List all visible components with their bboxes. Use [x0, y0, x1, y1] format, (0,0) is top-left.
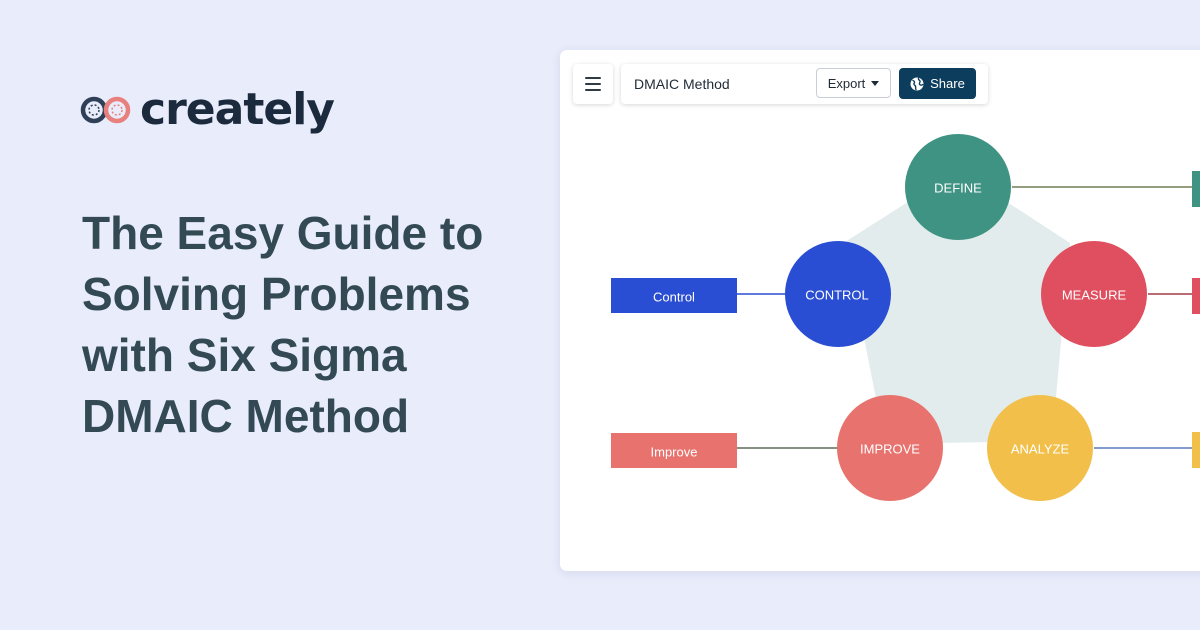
analyze-side-box[interactable]	[1192, 432, 1200, 468]
measure-node-label: MEASURE	[1062, 288, 1127, 303]
define-side-box[interactable]	[1192, 171, 1200, 207]
define-node[interactable]	[905, 134, 1011, 240]
export-button[interactable]: Export	[816, 68, 891, 98]
share-label: Share	[930, 76, 965, 91]
export-label: Export	[827, 75, 866, 91]
menu-button[interactable]	[573, 64, 613, 104]
measure-side-box[interactable]	[1192, 278, 1200, 314]
control-node[interactable]	[785, 241, 891, 347]
center-pentagon	[845, 170, 1070, 444]
control-node-label: CONTROL	[805, 288, 869, 303]
creately-logo: creately	[80, 84, 335, 135]
define-node-label: DEFINE	[934, 181, 982, 196]
analyze-node-label: ANALYZE	[1011, 442, 1070, 457]
headline-line: Solving Problems	[82, 268, 471, 320]
headline-line: DMAIC Method	[82, 390, 410, 442]
headline-line: The Easy Guide to	[82, 207, 484, 259]
improve-side-label: Improve	[651, 445, 698, 460]
control-side-box[interactable]	[611, 278, 737, 313]
analyze-node[interactable]	[987, 395, 1093, 501]
dmaic-diagram: Control Improve DEFINE MEASURE ANALYZE I…	[611, 134, 1200, 501]
share-button[interactable]: Share	[899, 68, 976, 99]
improve-node[interactable]	[837, 395, 943, 501]
document-toolbar: DMAIC Method Export Share	[621, 64, 988, 104]
creately-logo-icon	[80, 96, 131, 124]
page-headline: The Easy Guide to Solving Problems with …	[82, 203, 542, 447]
improve-node-label: IMPROVE	[860, 442, 920, 457]
globe-icon	[910, 77, 924, 90]
editor-canvas-panel: Control Improve DEFINE MEASURE ANALYZE I…	[560, 50, 1200, 571]
improve-side-box[interactable]	[611, 433, 737, 468]
brand-name: creately	[140, 84, 335, 135]
document-title[interactable]: DMAIC Method	[634, 76, 730, 92]
control-side-label: Control	[653, 290, 695, 305]
measure-node[interactable]	[1041, 241, 1147, 347]
caret-down-icon	[871, 80, 880, 86]
hamburger-menu-icon	[585, 77, 601, 79]
headline-line: with Six Sigma	[82, 329, 407, 381]
